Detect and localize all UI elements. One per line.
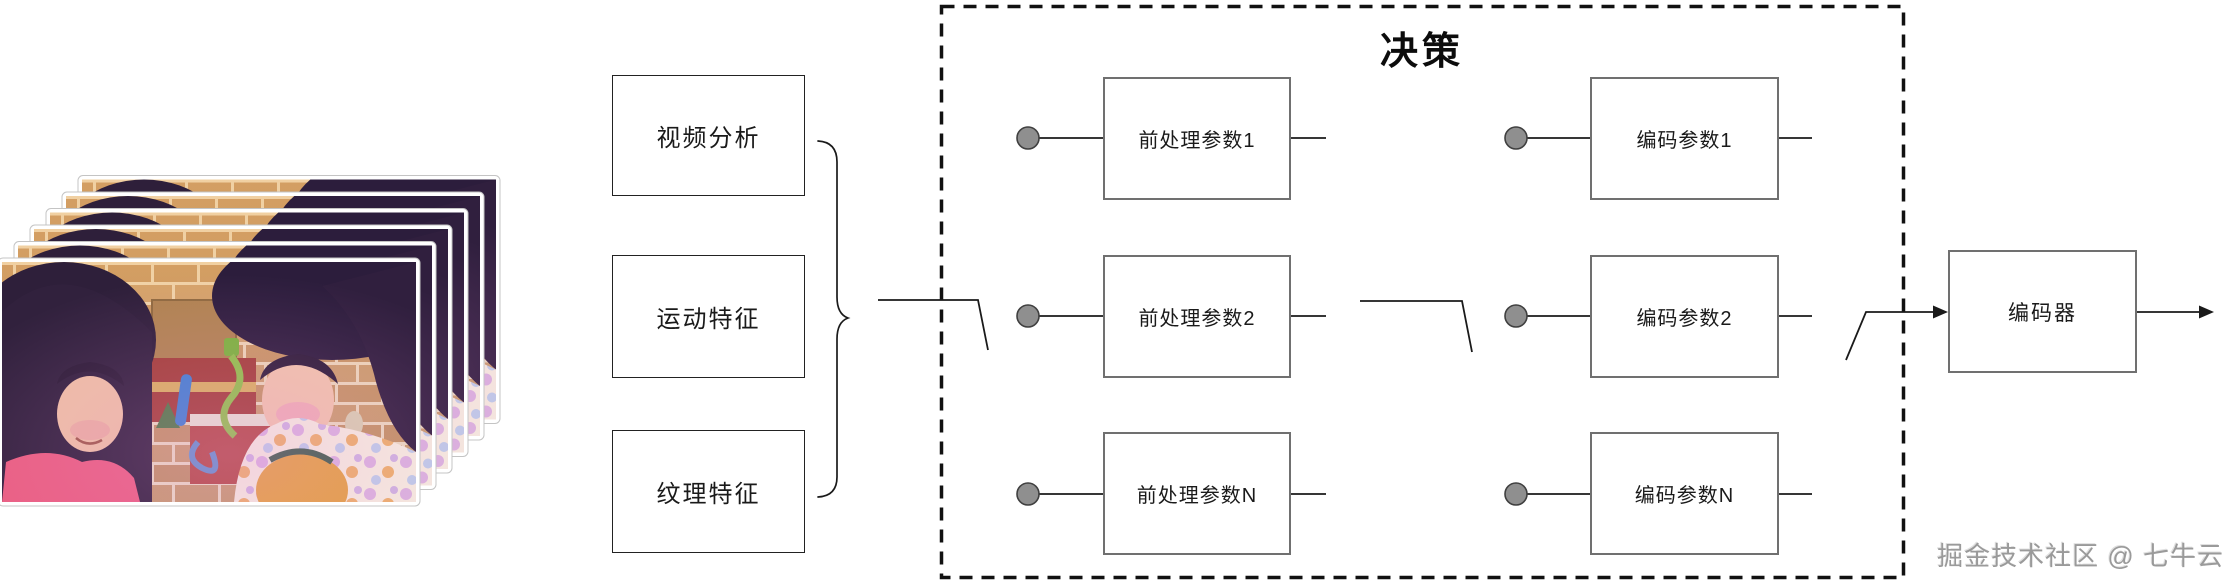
feature-box-texture-features: 纹理特征 (612, 430, 805, 553)
option-dot (1504, 482, 1528, 506)
feature-box-motion-features: 运动特征 (612, 255, 805, 378)
decision-region-title: 决策 (1379, 31, 1464, 73)
option-dot (1016, 126, 1040, 150)
encode-param-box-2: 编码参数2 (1590, 255, 1779, 378)
arrowhead-to-encoder (1933, 305, 1948, 319)
video-frame (0, 257, 421, 507)
encode-param-label: 编码参数1 (1636, 130, 1733, 152)
feature-box-label: 运动特征 (656, 306, 761, 333)
feature-box-label: 视频分析 (656, 125, 761, 152)
encode-param-label: 编码参数N (1634, 485, 1735, 507)
feature-box-video-analysis: 视频分析 (612, 75, 805, 196)
encode-param-box-n: 编码参数N (1590, 432, 1779, 555)
encode-param-label: 编码参数2 (1636, 308, 1733, 330)
preprocess-param-box-2: 前处理参数2 (1103, 255, 1291, 378)
encoder-box: 编码器 (1948, 250, 2137, 373)
option-dot (1016, 482, 1040, 506)
selector-switch-encode (1845, 311, 1934, 361)
preprocess-param-label: 前处理参数1 (1138, 130, 1256, 152)
video-frames-stack (0, 175, 501, 507)
watermark: 掘金技术社区 @ 七牛云 (1937, 541, 2224, 571)
selector-switch-preprocess (1360, 300, 1473, 353)
arrowhead-output (2199, 305, 2214, 319)
option-dot (1016, 304, 1040, 328)
selector-switch-features (878, 299, 989, 351)
feature-box-label: 纹理特征 (656, 481, 761, 508)
preprocess-param-label: 前处理参数N (1136, 485, 1258, 507)
brace (817, 140, 851, 498)
preprocess-param-box-1: 前处理参数1 (1103, 77, 1291, 200)
option-dot (1504, 304, 1528, 328)
encode-param-box-1: 编码参数1 (1590, 77, 1779, 200)
preprocess-param-label: 前处理参数2 (1138, 308, 1256, 330)
encoder-label: 编码器 (2008, 301, 2077, 325)
preprocess-param-box-n: 前处理参数N (1103, 432, 1291, 555)
option-dot (1504, 126, 1528, 150)
